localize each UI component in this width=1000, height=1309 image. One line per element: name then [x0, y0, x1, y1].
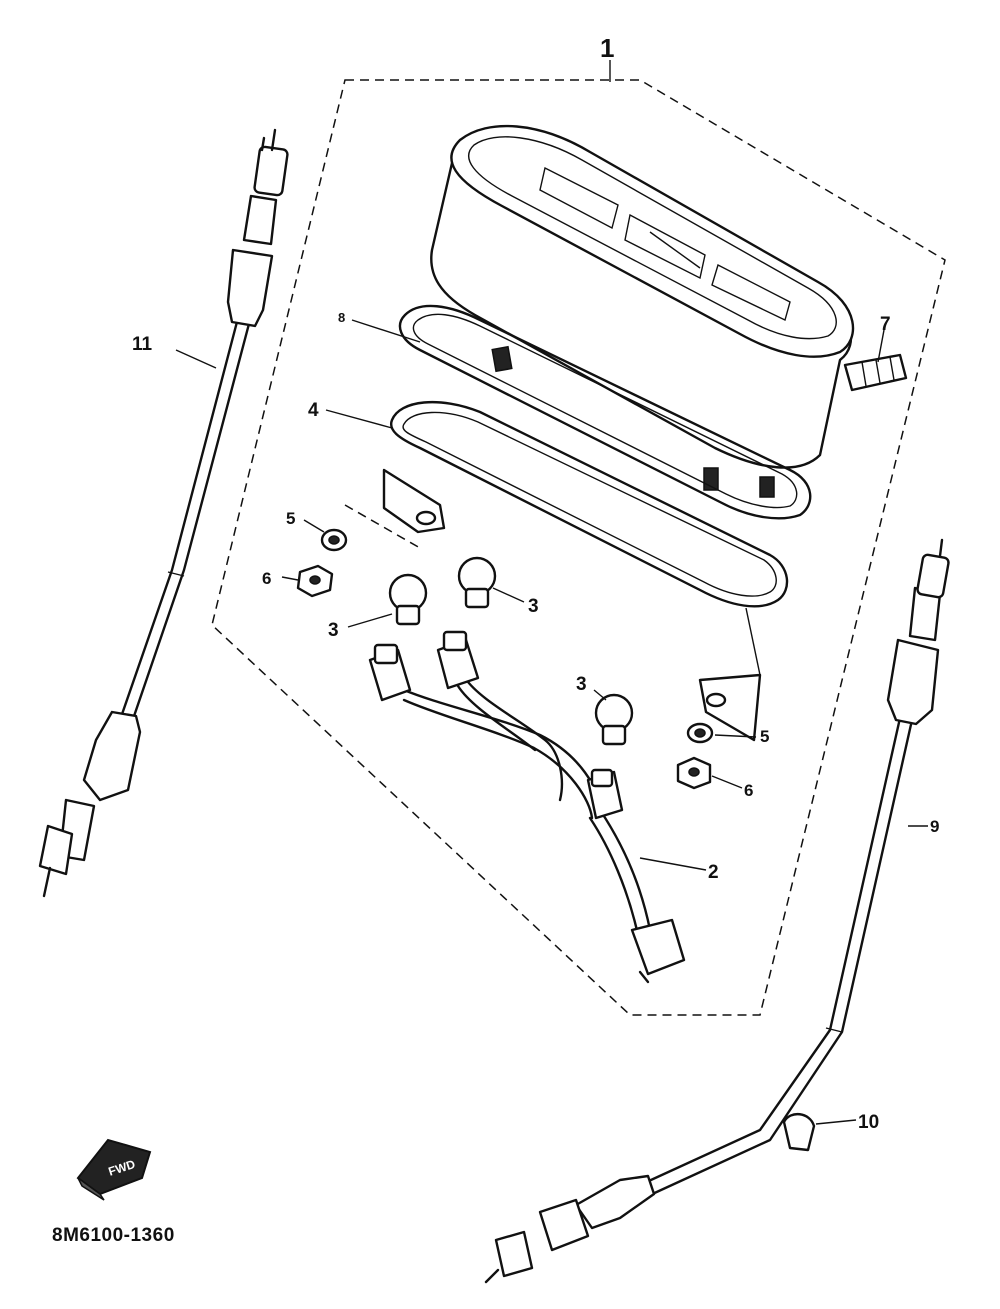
meter-cable-right [484, 538, 950, 1284]
callout-9: 9 [930, 817, 939, 836]
nut-left [296, 564, 334, 598]
washer-left [320, 528, 348, 552]
assembly-group-outline [211, 79, 946, 1016]
meter-bracket [382, 401, 789, 742]
bulb-2 [457, 556, 497, 609]
callout-4: 4 [308, 400, 319, 421]
callout-8: 8 [338, 310, 345, 325]
leader-lines [175, 60, 928, 1125]
callout-7: 7 [880, 314, 891, 335]
front-arrow-icon: FWD [76, 1138, 152, 1201]
nut-right [676, 756, 712, 790]
wire-harness [368, 630, 686, 984]
callout-5a: 5 [286, 509, 295, 528]
bulb-1 [388, 573, 428, 626]
meter-assembly [430, 124, 908, 498]
bulb-3 [594, 693, 634, 746]
callout-2: 2 [708, 862, 719, 883]
callout-6a: 6 [262, 569, 271, 588]
callout-11: 11 [132, 334, 153, 355]
meter-gasket [398, 304, 812, 520]
callout-6b: 6 [744, 781, 753, 800]
callout-3c: 3 [576, 674, 587, 695]
callout-3b: 3 [328, 620, 339, 641]
callout-1: 1 [600, 33, 614, 63]
meter-cable-left [38, 128, 289, 898]
callout-5b: 5 [760, 727, 769, 746]
diagram-code: 8M6100-1360 [52, 1225, 175, 1246]
callout-3a: 3 [528, 596, 539, 617]
washer-right [686, 722, 714, 744]
callout-10: 10 [858, 1112, 879, 1133]
